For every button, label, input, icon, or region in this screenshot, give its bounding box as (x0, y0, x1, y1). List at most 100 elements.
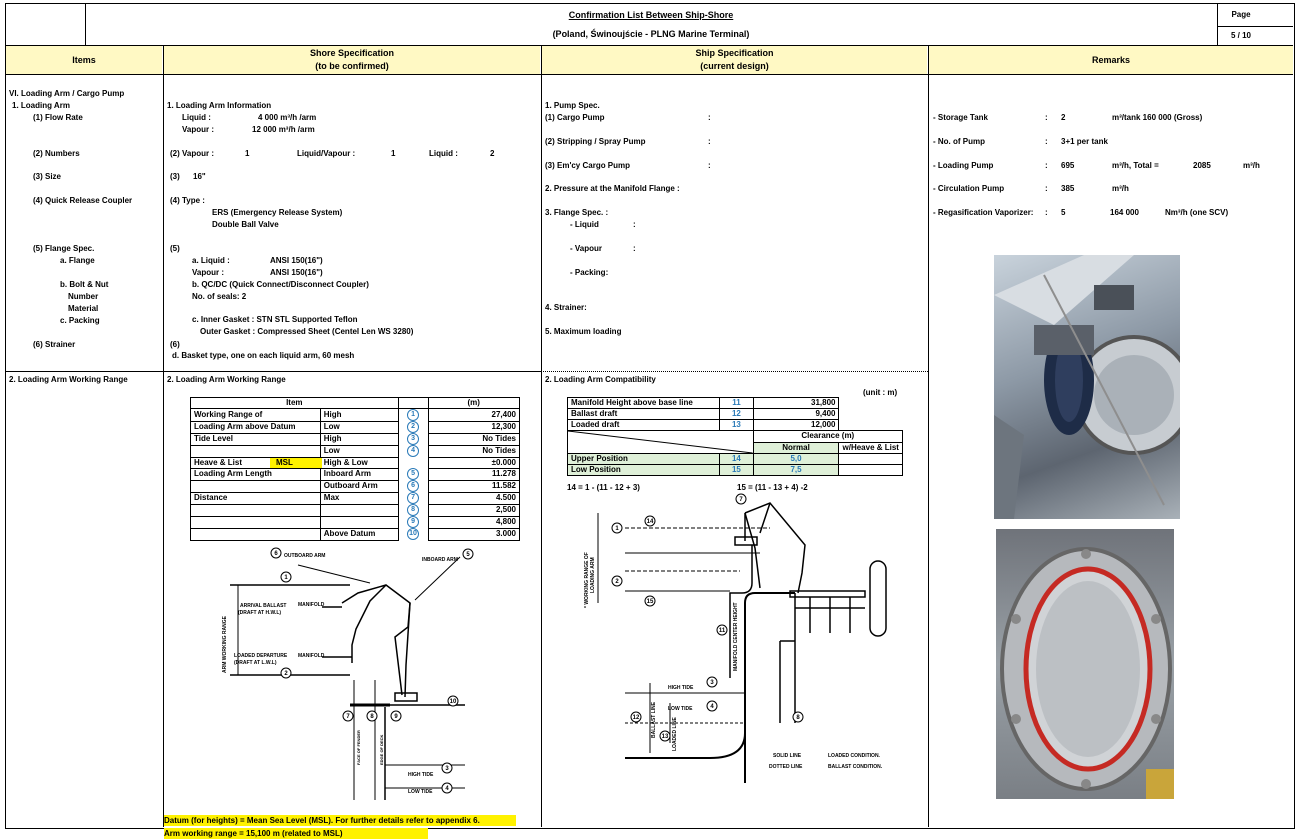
table-cell-value: 12,300 (427, 420, 520, 434)
table-cell: Loading Arm above Datum (190, 420, 321, 434)
shore-size-value: 16" (193, 172, 206, 181)
low-position-value: 7,5 (752, 464, 840, 476)
table-cell-value: 3.000 (427, 527, 520, 541)
ship-colon: : (708, 137, 711, 146)
ship-unit: (unit : m) (863, 388, 898, 397)
ship-diag-solid2: LOADED CONDITION. (828, 753, 881, 759)
items-header: Items (6, 46, 162, 74)
remarks-storage: - Storage Tank (933, 113, 988, 122)
ship-max-loading: 5. Maximum loading (545, 327, 622, 336)
number-circle: 6 (407, 480, 420, 492)
shore-arm-diagram: OUTBOARD ARM INBOARD ARM ARRIVAL BALLAST… (222, 547, 474, 800)
items-strainer: (6) Strainer (33, 340, 76, 349)
divider (85, 3, 86, 45)
row-index-circle (397, 457, 429, 468)
divider (5, 74, 1293, 75)
table-cell: Manifold Height above base line (566, 397, 721, 409)
number-circle: 10 (407, 528, 420, 540)
ship-colon: : (708, 161, 711, 170)
remarks-regas-value: 5 (1061, 208, 1066, 217)
items-qrc: (4) Quick Release Coupler (33, 196, 133, 205)
doc-title: Confirmation List Between Ship-Shore (568, 10, 734, 20)
shore-wr-title: 2. Loading Arm Working Range (167, 375, 286, 384)
shore-num-vapour: (2) Vapour : (170, 149, 215, 158)
row-index-circle: 8 (397, 504, 429, 516)
table-cell: Tide Level (190, 432, 321, 446)
svg-text:2: 2 (615, 579, 619, 585)
items-bolt-nut: b. Bolt & Nut (60, 280, 109, 289)
ship-diag-wr2: LOADING ARM (590, 557, 596, 593)
ship-pressure: 2. Pressure at the Manifold Flange : (545, 184, 680, 193)
remarks-colon: : (1045, 184, 1048, 193)
msl-highlight: MSL (270, 458, 322, 468)
remarks-colon: : (1045, 161, 1048, 170)
shore-basket: d. Basket type, one on each liquid arm, … (172, 351, 355, 360)
ship-strainer: 4. Strainer: (545, 303, 587, 312)
ship-flange-spec: 3. Flange Spec. : (545, 208, 609, 217)
remarks-loading: - Loading Pump (933, 161, 994, 170)
number-circle: 5 (407, 468, 420, 480)
ship-pump-spec: 1. Pump Spec. (545, 101, 600, 110)
svg-text:8: 8 (796, 715, 800, 721)
svg-text:1: 1 (284, 575, 288, 581)
divider (541, 371, 928, 372)
table-row: Clearance (m) (567, 430, 904, 454)
table-cell-value: No Tides (427, 432, 520, 446)
number-circle: 7 (407, 492, 420, 504)
remarks-header-label: Remarks (1091, 54, 1131, 65)
table-row: Low Position 15 7,5 (566, 464, 903, 476)
shore-vapour2-value: ANSI 150(16") (270, 268, 323, 277)
ship-diag-dotted: DOTTED LINE (769, 764, 803, 770)
svg-text:15: 15 (647, 599, 654, 605)
items-numbers: (2) Numbers (33, 149, 80, 158)
row-index-circle: 6 (397, 480, 429, 492)
table-cell-value: 4.500 (427, 491, 520, 505)
number-circle: 2 (407, 421, 420, 433)
shore-num-liquid-value: 2 (490, 149, 495, 158)
row-index-circle: 1 (397, 408, 429, 421)
table-cell-value: ±0.000 (427, 456, 520, 469)
ship-header: Ship Specification(current design) (542, 46, 927, 74)
page-label: Page (1231, 10, 1251, 19)
table-cell-value: 27,400 (427, 408, 520, 422)
diag-low-tide: LOW TIDE (408, 789, 433, 795)
svg-text:5: 5 (466, 552, 470, 558)
table-cell: Low (319, 444, 399, 458)
divider (1217, 3, 1218, 45)
table-cell (319, 503, 399, 517)
shore-header-line2: (to be confirmed) (315, 61, 389, 71)
shore-a-liquid-value: ANSI 150(16") (270, 256, 323, 265)
table-cell (190, 479, 321, 493)
ship-colon: : (633, 220, 636, 229)
table-cell: Low (319, 420, 399, 434)
divider (928, 45, 929, 827)
ship-diag-ballast: BALLAST LINE (651, 701, 657, 738)
shore-num-vapour-value: 1 (245, 149, 250, 158)
shore-vapour-value: 12 000 m³/h /arm (252, 125, 315, 134)
ship-packing: - Packing: (570, 268, 609, 277)
table-cell: Inboard Arm (319, 467, 399, 481)
shore-outer-gasket: Outer Gasket : Compressed Sheet (Centel … (200, 327, 414, 336)
svg-text:9: 9 (394, 714, 398, 720)
row-index-circle: 10 (397, 528, 429, 540)
table-cell-value: 11.582 (427, 479, 520, 493)
divider (1217, 26, 1293, 27)
shore-dbv: Double Ball Valve (212, 220, 279, 229)
table-cell: High (319, 408, 399, 422)
table-cell: High & Low (319, 456, 399, 469)
items-size: (3) Size (33, 172, 62, 181)
ship-colon: : (708, 113, 711, 122)
doc-subtitle: (Poland, Świnoujście - PLNG Marine Termi… (552, 29, 750, 39)
divider (5, 371, 541, 372)
remarks-regas-unit: Nm³/h (one SCV) (1165, 208, 1229, 217)
